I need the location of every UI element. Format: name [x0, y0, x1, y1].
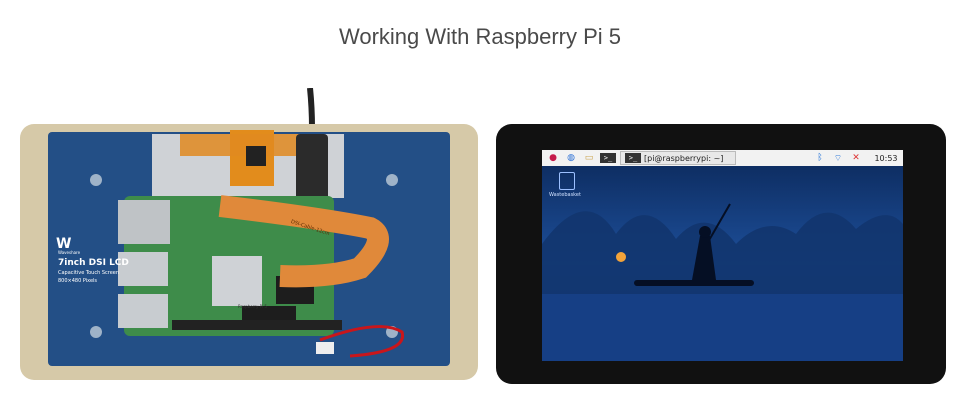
waveshare-logo: W [56, 236, 71, 252]
dsi-ribbon-cable [218, 195, 389, 288]
volume-mute-icon[interactable]: ✕ [852, 153, 860, 163]
terminal-icon[interactable]: >_ [600, 153, 616, 163]
product-desc: Capacitive Touch Screen [58, 270, 120, 276]
page-title: Working With Raspberry Pi 5 [338, 24, 621, 49]
taskbar-window-terminal[interactable]: >_ [pi@raspberrypi: ~] [620, 151, 736, 165]
wastebasket-label: Wastebasket [549, 192, 581, 198]
product-name: 7inch DSI LCD [58, 258, 129, 268]
soc-chip [212, 256, 262, 306]
power-wire [319, 325, 405, 358]
wifi-icon[interactable]: ⌔ [833, 153, 843, 164]
brand-text: Waveshare [58, 250, 81, 255]
raspberry-menu-icon[interactable]: ● [549, 153, 557, 163]
taskbar: ● ◍ ▭ >_ >_ [pi@raspberrypi: ~] ᛒ ⌔ ✕ 10… [542, 150, 903, 166]
window-title: [pi@raspberrypi: ~] [644, 153, 724, 163]
usb-c-plug [296, 134, 328, 200]
fisherman-silhouette [634, 203, 754, 286]
gpio-header [172, 320, 342, 330]
file-manager-icon[interactable]: ▭ [584, 153, 594, 163]
usb-port [118, 294, 168, 328]
web-browser-icon[interactable]: ◍ [567, 153, 575, 163]
lantern [616, 252, 626, 262]
ethernet-port [118, 200, 170, 244]
wastebasket-icon[interactable] [559, 172, 575, 190]
pi-label: Raspberry Pi 5 [238, 304, 267, 309]
device-front-photo [496, 124, 946, 384]
bluetooth-icon[interactable]: ᛒ [817, 153, 823, 163]
terminal-icon: >_ [625, 153, 641, 163]
product-resolution: 800×480 Pixels [58, 278, 98, 284]
device-back-photo: W [20, 88, 478, 380]
clock: 10:53 [874, 153, 898, 163]
usb-port [118, 252, 168, 286]
